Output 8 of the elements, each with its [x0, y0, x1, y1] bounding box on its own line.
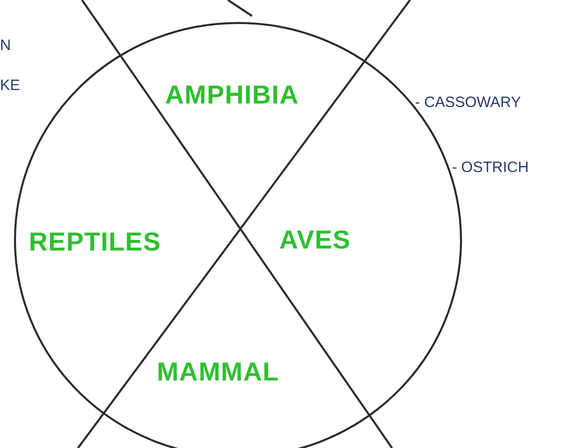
class-label: MAMMAL [156, 356, 280, 388]
note-text: N [0, 36, 11, 56]
note-text: - CASSOWARY [415, 93, 521, 113]
class-label: AMPHIBIA [165, 78, 299, 112]
note-text: - OSTRICH [452, 158, 529, 178]
class-label: AVES [279, 224, 351, 256]
class-label: REPTILES [28, 226, 162, 258]
note-text: KE [0, 76, 20, 96]
